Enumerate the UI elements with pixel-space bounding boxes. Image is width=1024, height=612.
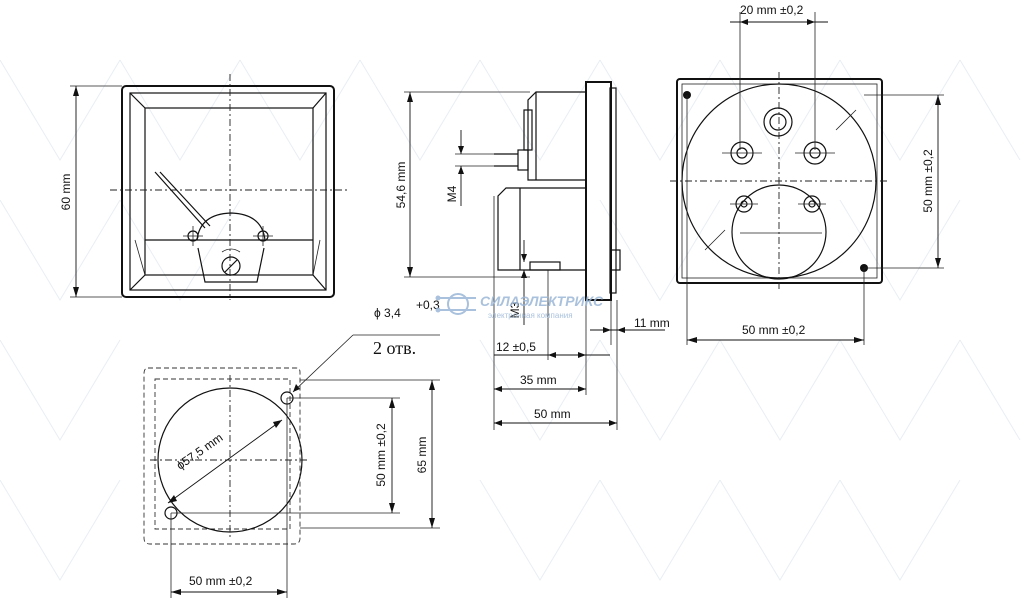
rear-top-label: 20 mm ±0,2 <box>740 3 804 17</box>
side-height-label: 54,6 mm <box>394 162 408 209</box>
cutout-bottom-label: 50 mm ±0,2 <box>189 574 253 588</box>
cutout-outline <box>143 367 301 545</box>
watermark-tagline: электронная компания <box>488 311 573 320</box>
watermark-logo-icon <box>435 293 476 315</box>
holes-count-label: 2 отв. <box>373 338 416 358</box>
background-pattern <box>0 59 1021 581</box>
side-flange <box>585 81 612 301</box>
flange-label: 11 mm <box>634 316 670 330</box>
inner-height-label: 50 mm ±0,2 <box>374 423 388 487</box>
zero-adjust-screw <box>221 256 241 276</box>
hole-tolerance: +0,3 <box>416 298 440 312</box>
diameter-label: ϕ57,5 mm <box>174 430 226 472</box>
side-view: M4 M3 54,6 mm 11 mm 12 ±0,5 <box>394 81 670 430</box>
thread-bottom-label: M3 <box>508 301 522 318</box>
body-label: 35 mm <box>520 373 557 387</box>
front-bezel-inner <box>129 92 327 291</box>
rear-bottom-label: 50 mm ±0,2 <box>742 323 806 337</box>
watermark: СИЛАЭЛЕКТРИКС электронная компания <box>435 293 604 320</box>
shaft-label: 12 ±0,5 <box>496 340 536 354</box>
watermark-brand: СИЛАЭЛЕКТРИКС <box>480 293 604 309</box>
front-bezel <box>121 85 335 298</box>
side-body <box>527 91 586 181</box>
front-height-label: 60 mm <box>59 174 73 211</box>
thread-top-label: M4 <box>445 185 459 202</box>
meter-needle <box>154 171 211 229</box>
rear-right-label: 50 mm ±0,2 <box>921 149 935 213</box>
front-view: 60 mm <box>59 74 348 300</box>
outer-height-label: 65 mm <box>415 437 429 474</box>
rear-view: 20 mm ±0,2 50 mm ±0,2 50 mm ±0,2 <box>670 3 944 345</box>
hole-size: ϕ 3,4 <box>374 306 401 320</box>
hole-label: ϕ 3,4 <box>374 306 401 320</box>
overall-label: 50 mm <box>534 407 571 421</box>
cutout-view: ϕ57,5 mm ϕ 3,4 +0,3 2 отв. 50 mm ±0,2 65… <box>143 298 440 598</box>
front-window <box>144 107 314 276</box>
